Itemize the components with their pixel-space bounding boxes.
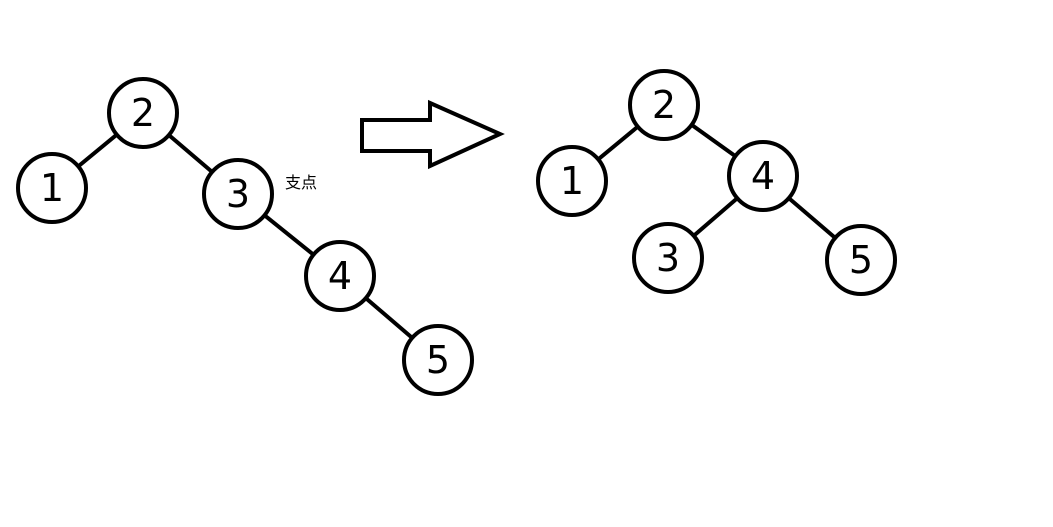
node-label: 4 [328, 254, 352, 298]
node-circle [107, 77, 179, 149]
node-label: 4 [751, 154, 775, 198]
node-circle [632, 222, 704, 294]
node-label: 3 [656, 236, 680, 280]
node-label: 2 [652, 83, 676, 127]
node-label: 5 [426, 338, 450, 382]
node-label: 2 [131, 91, 155, 135]
node-label: 5 [849, 238, 873, 282]
node-circle [402, 324, 474, 396]
before_tree-node-5: 5 [402, 324, 474, 396]
node-label: 3 [226, 172, 250, 216]
before_tree-node-3: 3 [202, 158, 274, 230]
node-circle [536, 145, 608, 217]
node-label: 1 [560, 159, 584, 203]
node-circle [727, 140, 799, 212]
after_tree-node-2: 2 [628, 69, 700, 141]
transform-arrow [360, 99, 505, 170]
before_tree-node-2: 2 [107, 77, 179, 149]
pivot-label: 支点 [285, 173, 318, 192]
node-label: 1 [40, 166, 64, 210]
after_tree-node-1: 1 [536, 145, 608, 217]
after_tree-node-4: 4 [727, 140, 799, 212]
after_tree-node-3: 3 [632, 222, 704, 294]
before_tree-node-1: 1 [16, 152, 88, 224]
node-circle [628, 69, 700, 141]
node-circle [825, 224, 897, 296]
after_tree-node-5: 5 [825, 224, 897, 296]
node-circle [16, 152, 88, 224]
before_tree-node-4: 4 [304, 240, 376, 312]
node-circle [202, 158, 274, 230]
node-circle [304, 240, 376, 312]
